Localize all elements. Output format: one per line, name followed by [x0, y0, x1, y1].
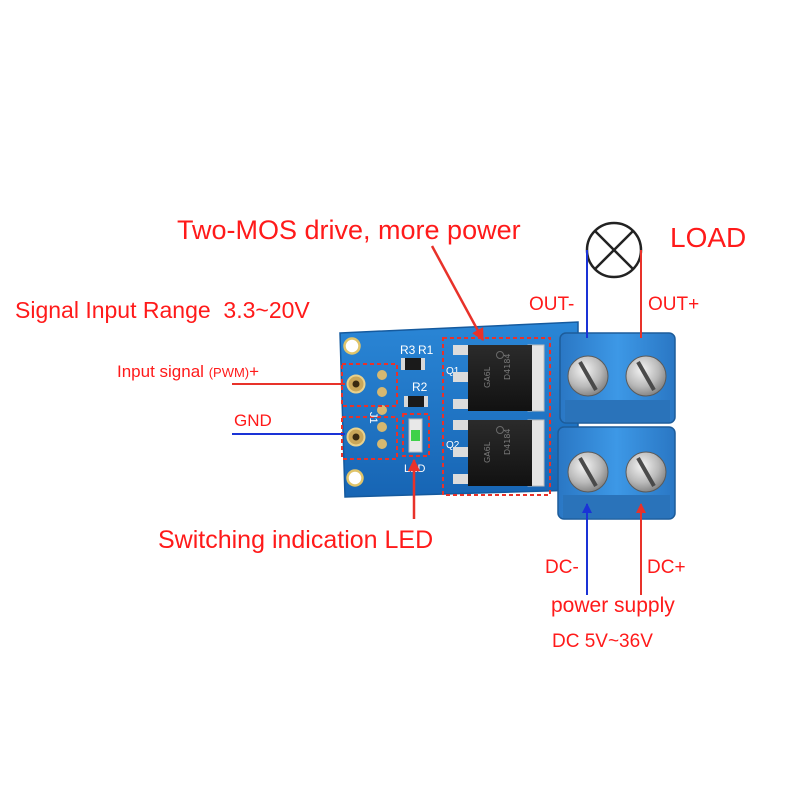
silk-r2: R2 [412, 380, 428, 394]
two-mos-label: Two-MOS drive, more power [177, 215, 521, 245]
dc-range-label: DC 5V~36V [552, 631, 653, 652]
pcb-board: R3 R1 R2 J1 LED Q1 Q2 D4184 [339, 321, 579, 498]
mosfet-q2: D4184 GA6L [453, 419, 545, 487]
mounting-hole-top [343, 337, 361, 355]
resistor-r2 [404, 396, 428, 407]
dc-plus-label: DC+ [647, 557, 686, 578]
chip-q1-top: D4184 [503, 353, 512, 380]
chip-q2-top: D4184 [503, 428, 512, 455]
power-supply-label: power supply [551, 594, 675, 617]
input-signal-label: Input signal (PWM)+ [117, 362, 259, 381]
silk-q2: Q2 [446, 440, 460, 451]
silk-j1: J1 [367, 412, 379, 424]
power-terminal-block [557, 426, 676, 520]
load-lamp-icon [585, 221, 643, 279]
mounting-hole-bottom [346, 469, 364, 487]
silk-r3: R3 [400, 343, 416, 357]
load-label: LOAD [670, 222, 746, 253]
indicator-led [408, 418, 423, 453]
out-minus-label: OUT- [529, 294, 574, 315]
mosfet-q1: D4184 GA6L [453, 344, 545, 412]
resistor-r3 [401, 358, 425, 370]
mosfet-marker [442, 337, 551, 496]
silk-q1: Q1 [446, 366, 460, 377]
chip-q1-bottom: GA6L [483, 366, 492, 388]
signal-range-label: Signal Input Range 3.3~20V [15, 297, 310, 323]
mosfet-arrow [430, 245, 485, 342]
output-terminal-block [559, 332, 676, 424]
silk-r1: R1 [418, 343, 434, 357]
out-plus-label: OUT+ [648, 294, 699, 315]
chip-q2-bottom: GA6L [483, 441, 492, 463]
led-marker [402, 413, 430, 457]
switching-led-label: Switching indication LED [158, 526, 433, 554]
input-header-pads [346, 370, 387, 449]
dc-minus-label: DC- [545, 557, 579, 578]
gnd-label: GND [234, 411, 272, 430]
